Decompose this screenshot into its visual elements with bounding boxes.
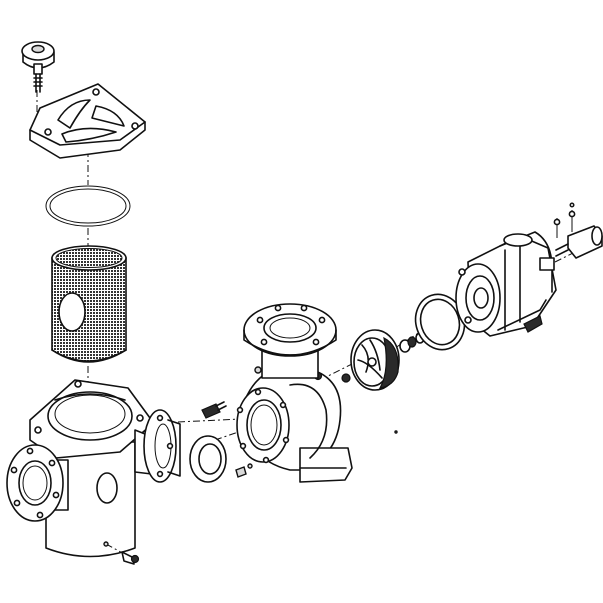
electrical-connector [553,202,603,259]
lid-o-ring [45,185,131,227]
pump-volute [236,366,353,483]
housing-connection-flange [134,409,181,483]
volute-bolts [201,366,262,478]
outlet-flange [243,303,337,379]
drain-plug [103,541,140,565]
volute-pin [247,430,398,469]
strainer-housing [29,379,151,558]
motor-adapter [455,231,557,337]
flange-gasket [189,435,227,483]
strainer-basket [51,245,127,363]
strainer-lid [29,83,146,159]
mechanical-seal [399,332,425,353]
inlet-flange [6,444,69,522]
impeller [341,329,400,391]
lid-knob [21,41,55,93]
